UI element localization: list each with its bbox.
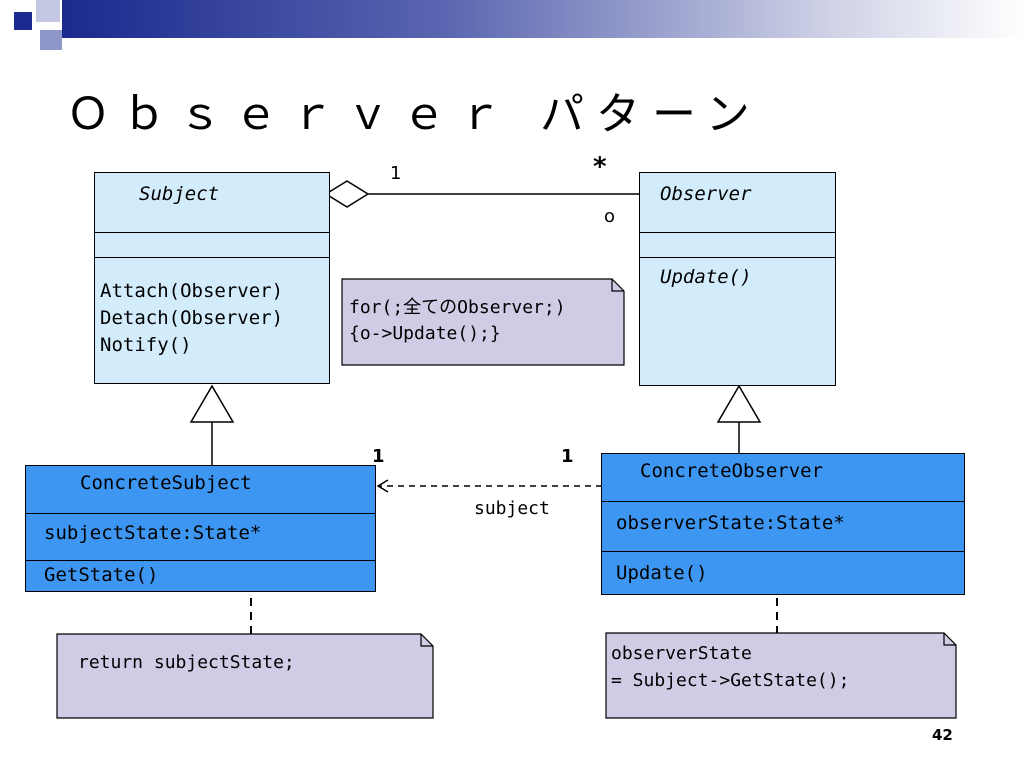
observer-attributes-compartment [640, 233, 835, 258]
concrete-subject-class: ConcreteSubject subjectState:State* GetS… [25, 465, 376, 592]
concrete-subject-attributes-compartment: subjectState:State* [26, 514, 375, 561]
note-shape [56, 633, 434, 719]
notify-note-line: for(;全てのObserver;) [349, 297, 566, 318]
note-shape [341, 278, 625, 366]
concrete-observer-attribute: observerState:State* [616, 512, 845, 534]
concrete-observer-class-name: ConcreteObserver [640, 460, 824, 482]
aggregation-role-label: o [604, 206, 616, 227]
notify-note-line: {o->Update();} [349, 323, 501, 344]
observer-operation: Update() [660, 266, 752, 288]
aggregation-subject-multiplicity: 1 [390, 163, 402, 184]
subject-attributes-compartment [95, 233, 329, 258]
header-square-mid [40, 30, 62, 50]
observer-operations-compartment: Update() [640, 258, 835, 384]
update-note-line: = Subject->GetState(); [611, 670, 850, 691]
subject-operations-compartment: Attach(Observer) Detach(Observer) Notify… [95, 258, 329, 382]
dependency-subject-multiplicity: 1 [372, 446, 385, 467]
concrete-observer-operations-compartment: Update() [602, 552, 964, 593]
subject-operation: Attach(Observer) [100, 280, 284, 302]
observer-class-name: Observer [660, 183, 752, 205]
subject-name-compartment: Subject [95, 173, 329, 233]
concrete-observer-operation: Update() [616, 562, 708, 584]
concrete-subject-name-compartment: ConcreteSubject [26, 466, 375, 514]
dependency-arrowhead [376, 479, 389, 493]
concrete-observer-attributes-compartment: observerState:State* [602, 502, 964, 552]
aggregation-diamond [324, 180, 370, 208]
concrete-subject-attribute: subjectState:State* [44, 522, 262, 544]
notify-note: for(;全てのObserver;) {o->Update();} [341, 278, 625, 366]
observer-class: Observer Update() [639, 172, 836, 386]
note-shape [605, 632, 957, 719]
update-note-line: observerState [611, 643, 752, 664]
concrete-subject-operation: GetState() [44, 564, 159, 586]
header-square-dark [14, 12, 32, 30]
header-bar [62, 0, 1024, 38]
header-square-light [36, 0, 60, 22]
subject-class: Subject Attach(Observer) Detach(Observer… [94, 172, 330, 384]
generalization-triangle-observer [716, 384, 762, 423]
concrete-observer-name-compartment: ConcreteObserver [602, 454, 964, 502]
subject-operation: Notify() [100, 334, 192, 356]
concrete-observer-class: ConcreteObserver observerState:State* Up… [601, 453, 965, 595]
get-state-note: return subjectState; [56, 633, 434, 719]
generalization-triangle-subject [189, 384, 235, 423]
page-number: 42 [932, 726, 953, 744]
aggregation-observer-multiplicity: * [593, 152, 607, 182]
get-state-note-line: return subjectState; [78, 652, 295, 673]
subject-class-name: Subject [139, 183, 220, 205]
concrete-subject-operations-compartment: GetState() [26, 561, 375, 591]
observer-name-compartment: Observer [640, 173, 835, 233]
dependency-observer-multiplicity: 1 [561, 446, 574, 467]
subject-operation: Detach(Observer) [100, 307, 284, 329]
concrete-subject-class-name: ConcreteSubject [80, 472, 252, 494]
dependency-role-label: subject [474, 498, 550, 519]
update-note: observerState = Subject->GetState(); [605, 632, 957, 719]
page-title: Ｏｂｓｅｒｖｅｒ パターン [66, 89, 762, 140]
